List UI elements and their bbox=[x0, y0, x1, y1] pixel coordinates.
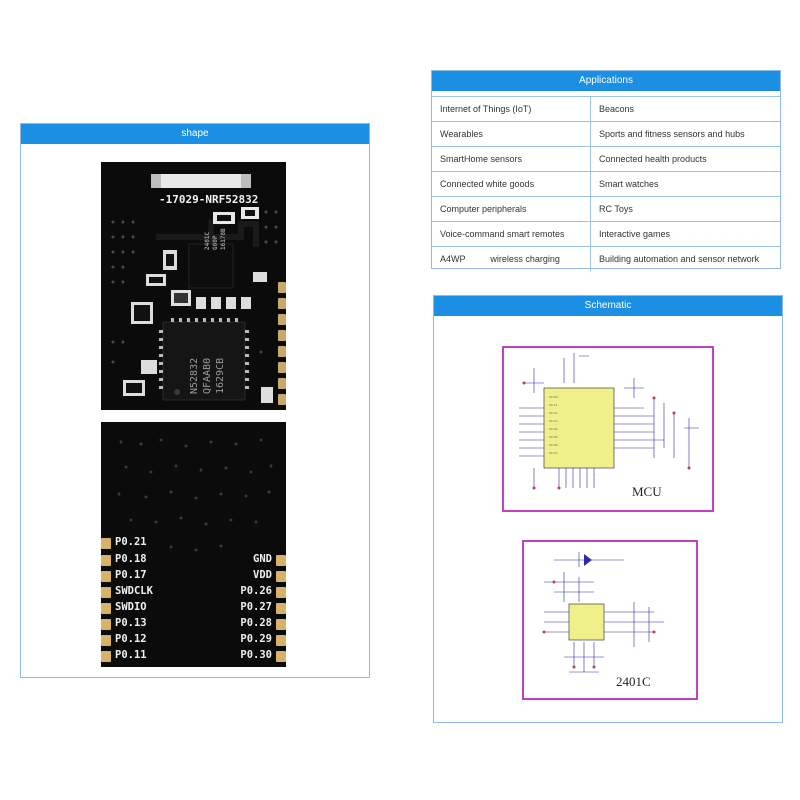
svg-text:P0.01: P0.01 bbox=[549, 403, 558, 407]
module-bottom-artwork bbox=[117, 438, 273, 552]
svg-text:P0.04: P0.04 bbox=[549, 427, 558, 431]
pin-label-right: P0.26 bbox=[240, 585, 272, 597]
module-bottom-view: P0.21 P0.18 P0.17 SWDCLK SWDIO P0.13 P0.… bbox=[101, 422, 286, 667]
edge-pad bbox=[278, 314, 286, 325]
pin-label-left: P0.18 bbox=[115, 553, 147, 565]
svg-text:P0.06: P0.06 bbox=[549, 443, 558, 447]
application-right-cell: Building automation and sensor network bbox=[590, 246, 780, 271]
pin-label-right: P0.30 bbox=[240, 649, 272, 661]
svg-text:P0.05: P0.05 bbox=[549, 435, 558, 439]
edge-pad bbox=[101, 538, 111, 549]
application-left-cell: Internet of Things (IoT) bbox=[432, 96, 591, 122]
edge-pad bbox=[276, 619, 286, 630]
application-right-cell: Connected health products bbox=[590, 146, 780, 172]
edge-pad bbox=[278, 282, 286, 293]
mcu-label: MCU bbox=[632, 484, 662, 499]
edge-pad bbox=[101, 651, 111, 662]
svg-text:P0.03: P0.03 bbox=[549, 419, 558, 423]
edge-pad bbox=[276, 635, 286, 646]
application-left-cell: Connected white goods bbox=[432, 171, 591, 197]
antenna-element bbox=[151, 174, 251, 188]
application-right-cell: Smart watches bbox=[590, 171, 780, 197]
edge-pad bbox=[276, 571, 286, 582]
small-chip-marking-1: 2401C bbox=[204, 231, 211, 250]
applications-row: Internet of Things (IoT)Beacons bbox=[432, 96, 780, 122]
applications-panel: Applications Internet of Things (IoT)Bea… bbox=[431, 70, 781, 271]
edge-pad bbox=[101, 587, 111, 598]
pin-label-right: GND bbox=[253, 553, 272, 565]
pin-label-left: P0.12 bbox=[115, 633, 147, 645]
pin-label-left: SWDIO bbox=[115, 601, 147, 613]
edge-pad bbox=[278, 346, 286, 357]
pin-label-right: P0.27 bbox=[240, 601, 272, 613]
pin-label-left: SWDCLK bbox=[115, 585, 153, 597]
pin-label-left: P0.21 bbox=[115, 536, 147, 548]
schematic-header: Schematic bbox=[434, 296, 782, 316]
edge-pad bbox=[278, 394, 286, 405]
pin-label-right: P0.28 bbox=[240, 617, 272, 629]
pin-label-left: P0.11 bbox=[115, 649, 147, 661]
module-top-artwork bbox=[111, 174, 278, 403]
applications-header: Applications bbox=[432, 71, 780, 91]
diode-symbol bbox=[584, 554, 592, 566]
chip-marking-1: N52832 bbox=[189, 357, 200, 394]
pin-label-right: VDD bbox=[253, 569, 272, 581]
edge-pad bbox=[276, 603, 286, 614]
edge-pad bbox=[101, 555, 111, 566]
application-left-cell: A4WP wireless charging bbox=[432, 246, 591, 271]
small-chip-marking-2: G00P bbox=[212, 235, 219, 250]
edge-pad bbox=[278, 298, 286, 309]
mcu-chip-symbol bbox=[543, 387, 615, 469]
pin-label-left: P0.17 bbox=[115, 569, 147, 581]
application-left-cell: Computer peripherals bbox=[432, 196, 591, 222]
chip-marking-3: 1629CB bbox=[215, 357, 226, 394]
application-left-cell: SmartHome sensors bbox=[432, 146, 591, 172]
edge-pad bbox=[278, 362, 286, 373]
shape-panel-header: shape bbox=[21, 124, 369, 144]
edge-pad bbox=[101, 603, 111, 614]
edge-pad bbox=[276, 651, 286, 662]
module-top-view: -17029-NRF52832 2401C G00P 16178B N52832… bbox=[101, 162, 286, 410]
rf-schematic-drawing bbox=[542, 552, 664, 673]
pin-label-right: P0.29 bbox=[240, 633, 272, 645]
application-left-cell: Voice-command smart remotes bbox=[432, 221, 591, 247]
small-chip-marking-3: 16178B bbox=[220, 228, 227, 250]
edge-pad bbox=[101, 635, 111, 646]
application-right-cell: Sports and fitness sensors and hubs bbox=[590, 121, 780, 147]
module-label: -17029-NRF52832 bbox=[159, 193, 259, 206]
edge-pad bbox=[276, 587, 286, 598]
chip-marking-2: QFAAB0 bbox=[202, 357, 213, 394]
edge-pad bbox=[101, 571, 111, 582]
edge-pad bbox=[278, 378, 286, 389]
application-right-cell: RC Toys bbox=[590, 196, 780, 222]
svg-text:P0.07: P0.07 bbox=[549, 451, 558, 455]
svg-text:P0.02: P0.02 bbox=[549, 411, 558, 415]
edge-pad bbox=[278, 330, 286, 341]
edge-pad bbox=[101, 619, 111, 630]
edge-pad bbox=[276, 555, 286, 566]
rf-chip-symbol bbox=[568, 603, 605, 641]
svg-text:P0.00: P0.00 bbox=[549, 395, 558, 399]
application-right-cell: Interactive games bbox=[590, 221, 780, 247]
shape-panel: shape bbox=[20, 123, 370, 678]
application-right-cell: Beacons bbox=[590, 96, 780, 122]
pin-label-left: P0.13 bbox=[115, 617, 147, 629]
rf-2401c-schematic: 2401C bbox=[522, 540, 698, 700]
rf-2401c-label: 2401C bbox=[616, 674, 651, 689]
application-left-cell: Wearables bbox=[432, 121, 591, 147]
